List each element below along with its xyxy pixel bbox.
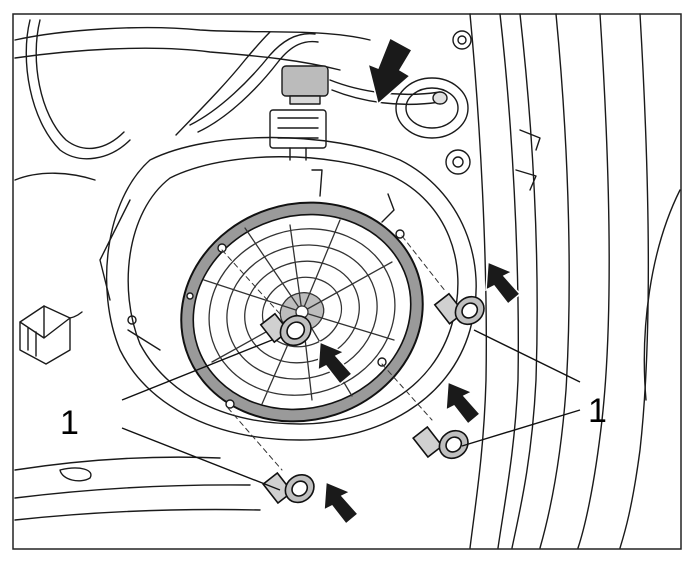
arrow-bottom: [323, 480, 360, 526]
callout-label-left: 1: [60, 404, 79, 442]
arrow-top: [366, 36, 414, 106]
callout-leaders: [121, 329, 581, 491]
side-connector: [19, 305, 71, 365]
alignment-lines: [221, 235, 447, 471]
arrow-center: [317, 340, 354, 386]
door-panel-contours: [14, 13, 681, 549]
bolt-upper-right: [433, 292, 485, 326]
bolt-center: [259, 312, 312, 347]
wiring-harness: [25, 19, 441, 160]
bolts: [259, 292, 485, 505]
callout-label-right: 1: [588, 392, 607, 430]
grommet-hole: [395, 30, 472, 175]
arrow-lower-right: [445, 380, 482, 426]
connector-plug: [269, 65, 329, 161]
bolt-bottom: [262, 471, 315, 505]
speaker-mount-flange: [99, 136, 477, 441]
bolt-lower-right: [412, 425, 469, 460]
direction-arrows: [317, 36, 522, 526]
arrow-upper-right: [485, 260, 522, 306]
